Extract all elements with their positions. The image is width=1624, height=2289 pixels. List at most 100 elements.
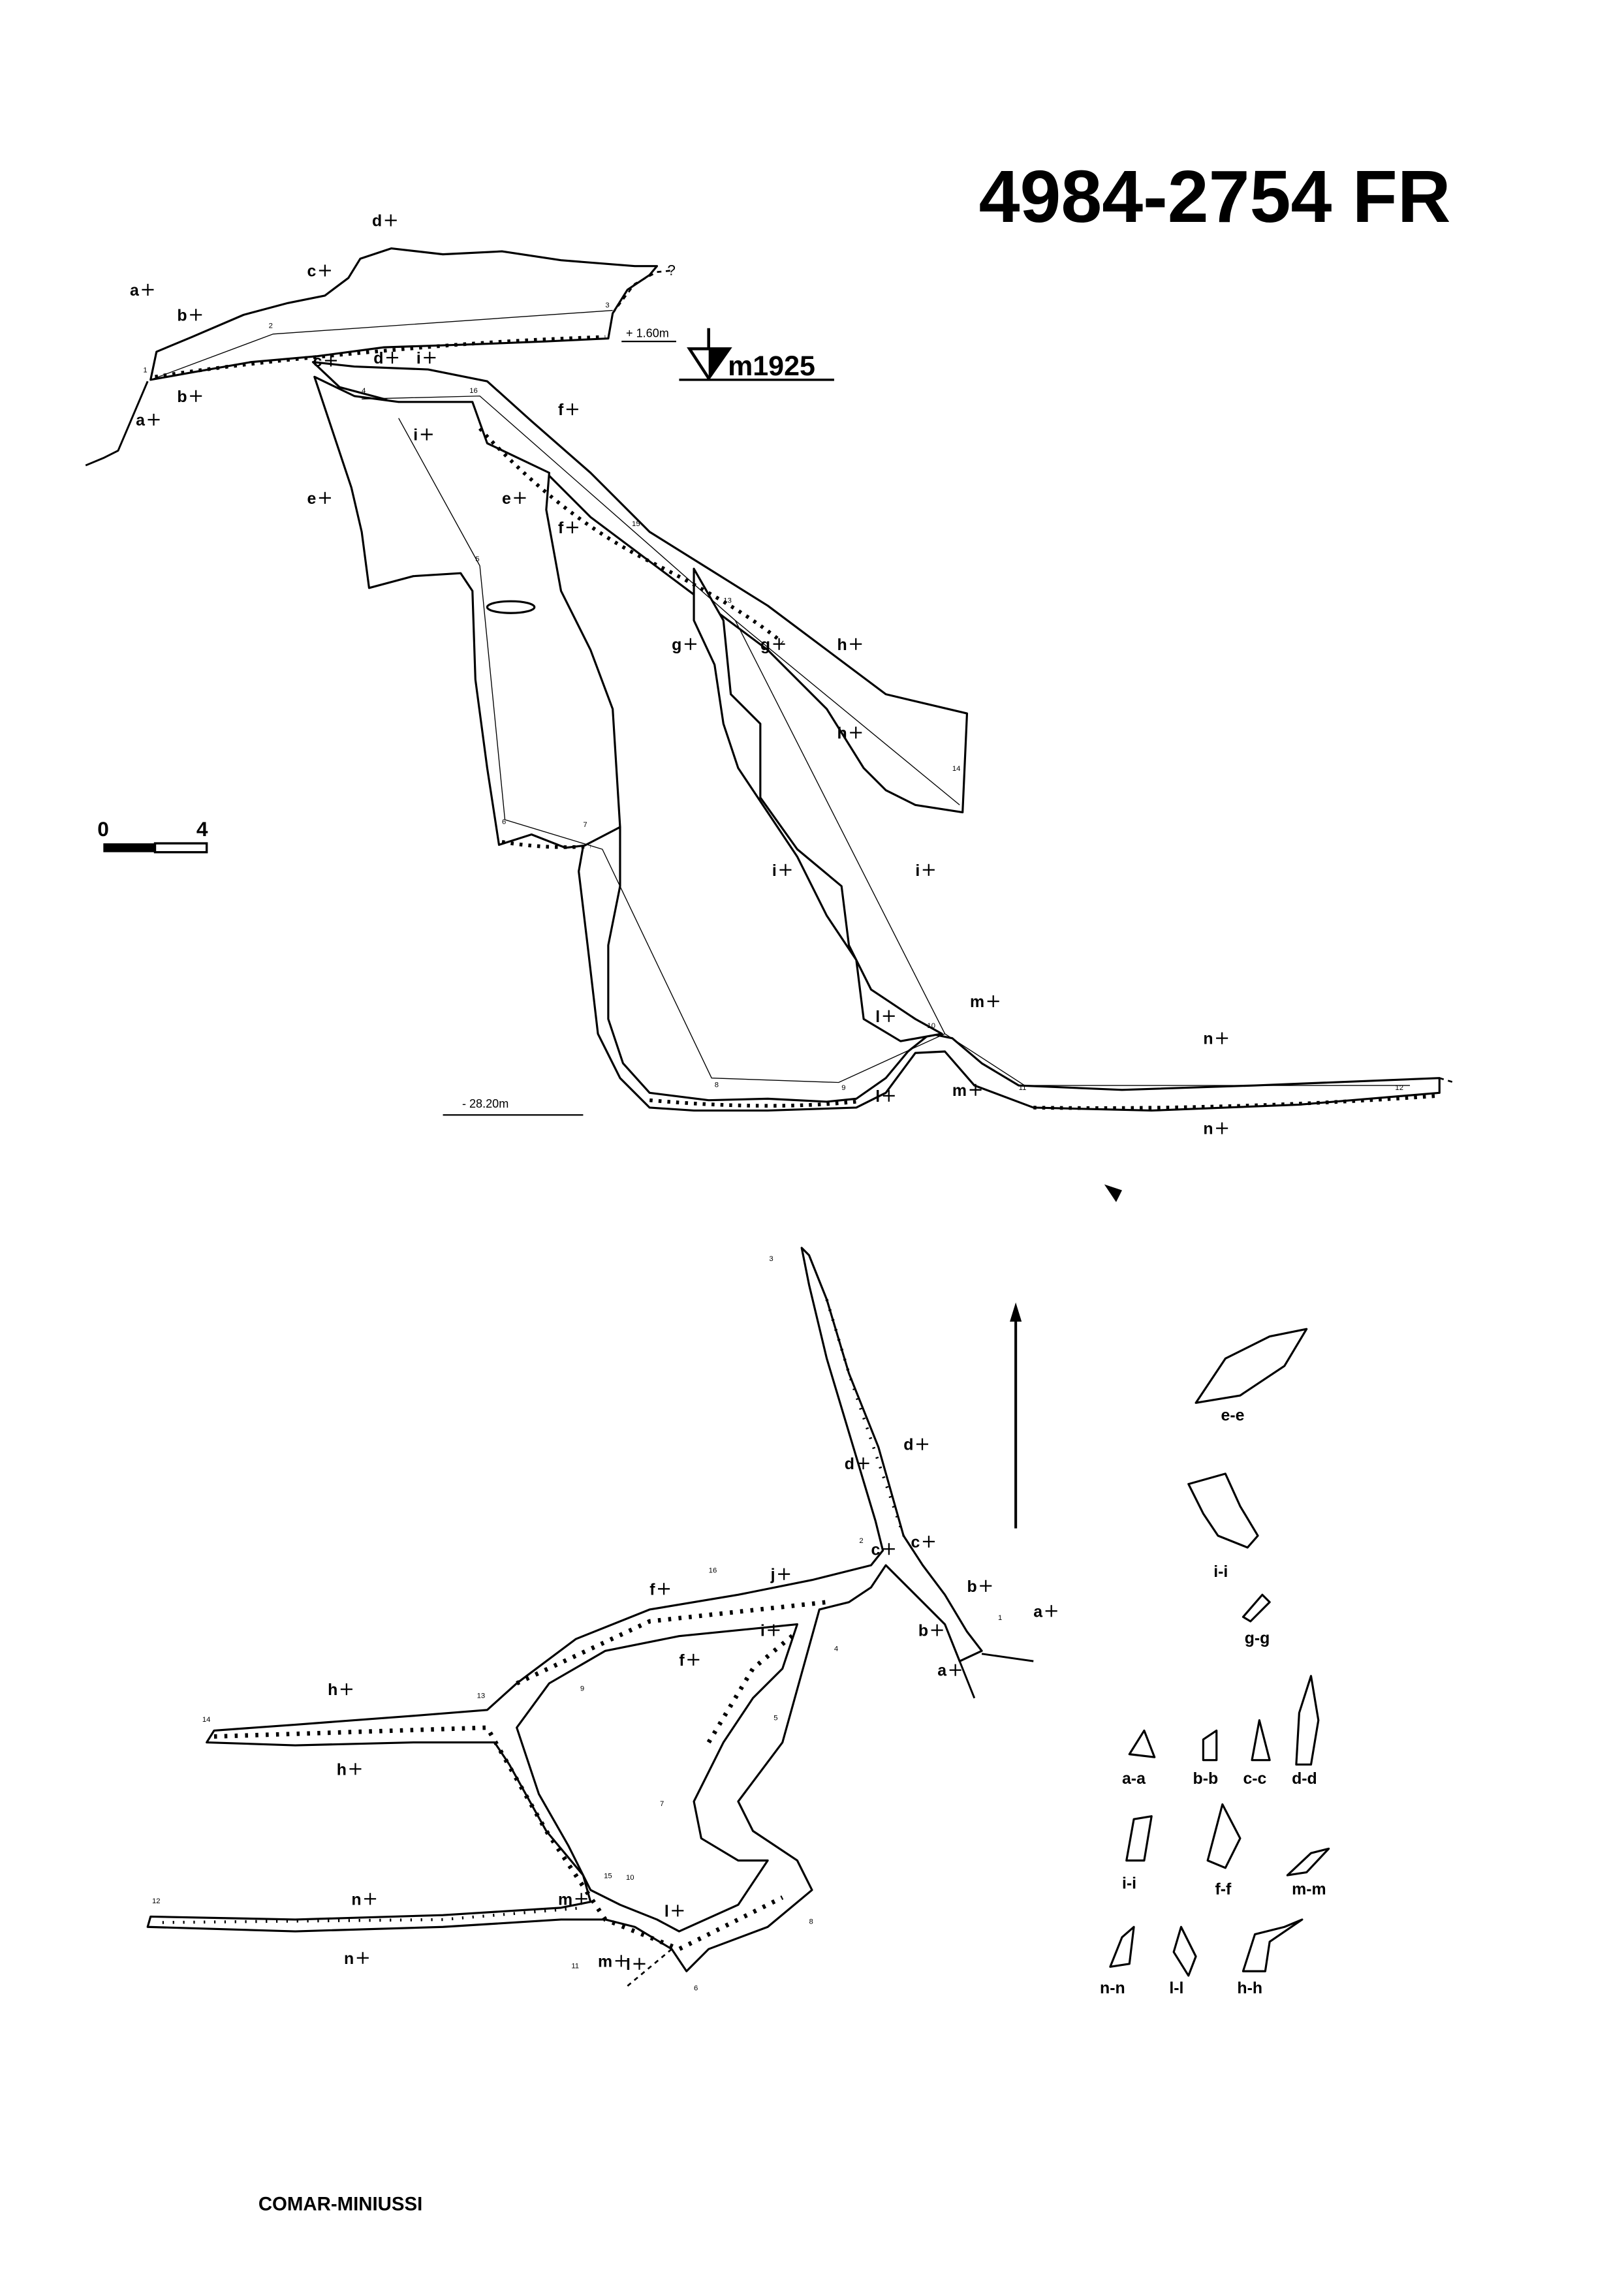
station-number: 9: [580, 1685, 584, 1692]
section-cross-icon: [987, 995, 999, 1008]
altitude-marker: m1925: [679, 328, 834, 382]
section-mark: l: [626, 1955, 631, 1974]
section-mark: i: [772, 862, 777, 880]
section-mark: a: [136, 411, 145, 429]
scale-bar: 0 4: [97, 817, 208, 854]
section-cross-icon: [850, 726, 862, 739]
section-cross-icon: [190, 390, 202, 402]
section-mark: j: [770, 1566, 775, 1584]
plan-view: [146, 1247, 1034, 1987]
station-number: 9: [841, 1084, 845, 1092]
section-cross-icon: [340, 1683, 352, 1696]
question-mark-upper: ?: [667, 262, 676, 278]
section-mark: l: [875, 1087, 880, 1106]
section-mark: n: [1203, 1030, 1213, 1048]
section-cross-icon: [319, 491, 331, 504]
station-number: 16: [709, 1566, 717, 1574]
section-mark: h: [337, 1760, 347, 1779]
section-cross-icon: [386, 351, 399, 364]
section-cross-icon: [850, 638, 862, 650]
section-mark: l: [664, 1902, 669, 1920]
section-mark: a: [130, 281, 139, 300]
section-cross-icon: [420, 428, 433, 441]
section-cross-icon: [190, 309, 202, 321]
station-number: 16: [469, 387, 478, 395]
station-number: 5: [773, 1715, 777, 1722]
section-mark: e: [307, 490, 316, 508]
section-mark: f: [679, 1651, 685, 1670]
station-number: 14: [202, 1716, 211, 1724]
section-mark: d: [373, 349, 383, 367]
station-number: 5: [475, 555, 479, 563]
section-mark: f: [558, 401, 564, 419]
section-mark: i: [413, 426, 418, 444]
section-mark: l: [875, 1008, 880, 1026]
station-number: 8: [809, 1918, 813, 1926]
section-cross-icon: [779, 864, 792, 876]
station-number: 6: [502, 818, 506, 826]
cross-section-label: a-a: [1122, 1769, 1146, 1788]
section-mark: b: [918, 1622, 928, 1640]
station-number: 4: [834, 1645, 838, 1653]
section-cross-icon: [1216, 1032, 1228, 1044]
section-mark: m: [952, 1082, 967, 1100]
section-cross-icon: [687, 1653, 700, 1666]
section-cross-icon: [324, 354, 337, 367]
section-mark: i: [915, 862, 920, 880]
station-number: 3: [605, 302, 609, 309]
section-cross-icon: [922, 1535, 935, 1548]
section-mark: d: [845, 1455, 854, 1473]
section-mark: g: [672, 636, 681, 654]
section-mark: b: [177, 388, 187, 406]
lower-depth-label: - 28.20m: [462, 1097, 508, 1110]
section-cross-icon: [969, 1083, 982, 1096]
section-cross-icon: [575, 1893, 587, 1905]
station-number: 7: [583, 821, 587, 829]
section-cross-icon: [768, 1624, 780, 1636]
section-cross-icon: [364, 1893, 377, 1905]
north-arrow-icon: [1010, 1302, 1022, 1529]
section-cross-icon: [778, 1568, 790, 1580]
section-mark: n: [344, 1950, 354, 1968]
section-cross-icon: [857, 1457, 869, 1470]
section-cross-icon: [424, 351, 436, 364]
cross-section-label: n-n: [1100, 1979, 1125, 1997]
station-number: 15: [632, 520, 640, 528]
cross-section-label: g-g: [1245, 1629, 1270, 1647]
section-cross-icon: [882, 1010, 895, 1022]
section-cross-icon: [349, 1763, 362, 1775]
station-number: 13: [477, 1692, 486, 1700]
station-number: 14: [952, 765, 961, 773]
section-cross-icon: [142, 283, 154, 296]
cross-section-label: m-m: [1292, 1880, 1326, 1899]
station-number: 11: [571, 1963, 579, 1970]
cross-section-label: f-f: [1215, 1880, 1232, 1899]
cross-section-label: l-l: [1169, 1979, 1183, 1997]
station-number: 10: [927, 1022, 935, 1030]
section-cross-icon: [566, 403, 578, 416]
section-mark: a: [1033, 1602, 1042, 1621]
section-mark: h: [837, 724, 847, 743]
section-cross-icon: [922, 864, 935, 876]
station-number: 7: [660, 1800, 664, 1808]
station-number: 1: [143, 367, 147, 375]
station-number: 1: [998, 1614, 1002, 1622]
section-mark: f: [649, 1580, 655, 1598]
section-cross-icon: [658, 1583, 670, 1595]
station-number: 12: [1395, 1084, 1403, 1092]
upper-depth-label: + 1.60m: [626, 326, 669, 339]
cross-section-label: c-c: [1243, 1769, 1266, 1788]
section-mark: c: [871, 1540, 880, 1559]
section-cross-icon: [684, 638, 696, 650]
section-cross-icon: [882, 1089, 895, 1102]
section-mark: f: [558, 519, 564, 537]
section-mark: b: [177, 306, 187, 324]
section-cross-icon: [1045, 1605, 1057, 1617]
cross-section-label: i-i: [1122, 1874, 1136, 1892]
cross-section-label: i-i: [1213, 1563, 1228, 1581]
